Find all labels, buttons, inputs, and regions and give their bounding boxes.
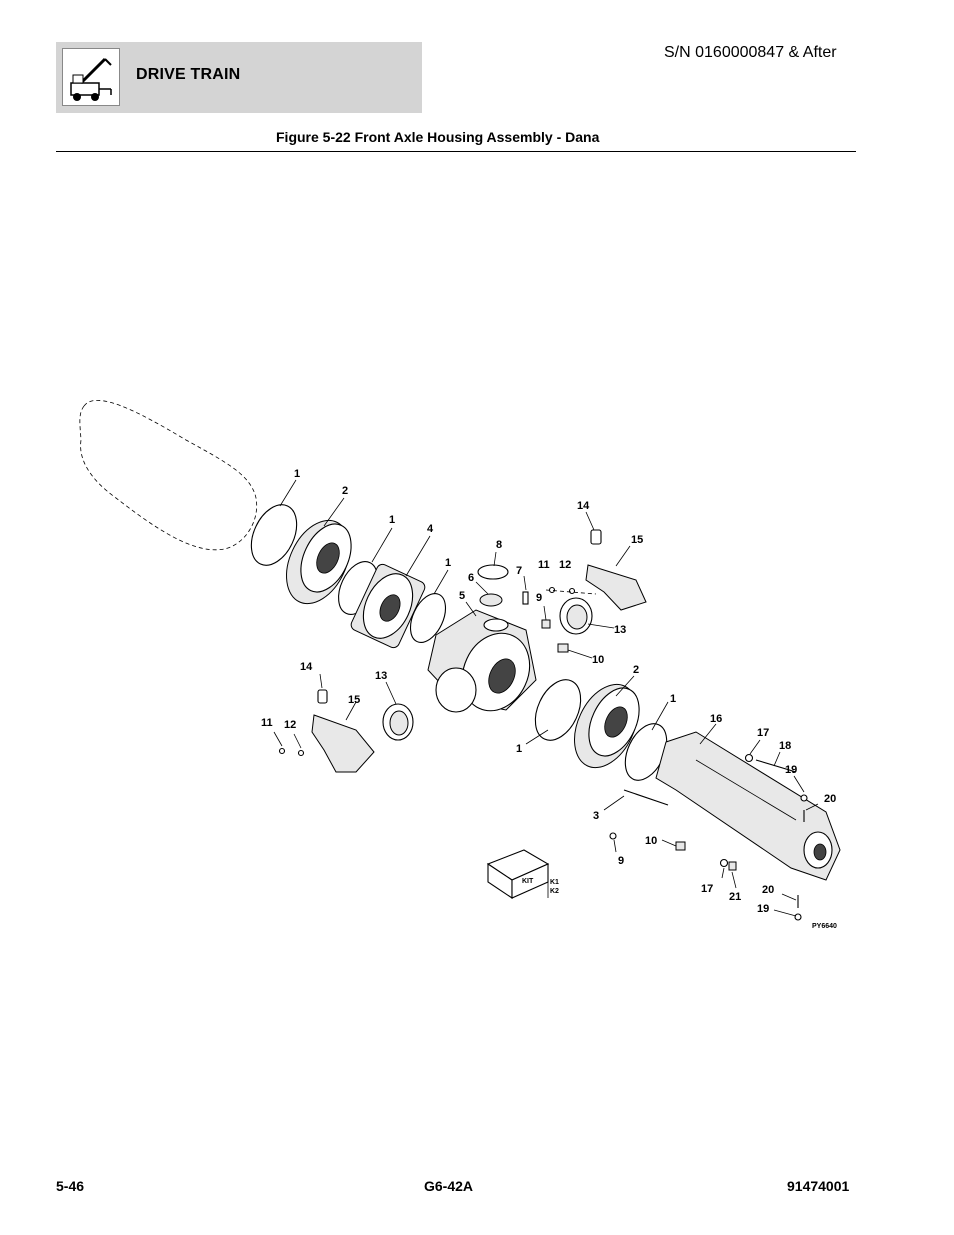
callout-1: 1 <box>445 557 451 569</box>
callout-10: 10 <box>592 654 604 666</box>
callout-10: 10 <box>645 835 657 847</box>
kit-label: KIT <box>522 878 534 885</box>
part-breather-7 <box>522 591 529 605</box>
callout-20: 20 <box>824 793 836 805</box>
callout-1: 1 <box>670 693 676 705</box>
callout-labels: 1 2 1 4 1 8 6 7 5 11 12 9 14 15 13 10 14… <box>261 468 836 915</box>
part-housing-5 <box>427 609 537 713</box>
part-cap-6 <box>479 593 503 607</box>
callout-12: 12 <box>559 559 571 571</box>
part-plug-10-upper <box>557 643 569 653</box>
part-axle-tube-16 <box>655 731 841 881</box>
figure-caption: Figure 5-22 Front Axle Housing Assembly … <box>276 129 600 145</box>
callout-8: 8 <box>496 539 502 551</box>
part-washer-17-upper <box>744 753 754 763</box>
callout-17: 17 <box>701 883 713 895</box>
callout-3: 3 <box>593 810 599 822</box>
callout-17: 17 <box>757 727 769 739</box>
document-number: 91474001 <box>787 1178 850 1194</box>
part-bracket-15-lower <box>311 714 375 773</box>
callout-1: 1 <box>389 514 395 526</box>
callout-2: 2 <box>342 485 348 497</box>
callout-11: 11 <box>261 717 273 729</box>
part-nut-19-upper <box>800 794 808 802</box>
callout-9: 9 <box>536 592 542 604</box>
callout-21: 21 <box>729 891 741 903</box>
part-bushing-14-lower <box>317 689 328 704</box>
kit-code-k2: K2 <box>550 888 559 895</box>
part-plug-10-lower <box>675 841 686 851</box>
callout-14: 14 <box>577 500 590 512</box>
drawing-code: PY6640 <box>812 923 837 930</box>
callout-1: 1 <box>516 743 522 755</box>
callout-13: 13 <box>375 670 387 682</box>
part-fitting-9-lower <box>609 832 617 840</box>
forklift-telehandler-icon <box>62 48 120 106</box>
part-bushing-13-upper <box>559 597 593 635</box>
part-bracket-15-upper <box>585 564 647 611</box>
part-washer-11-upper <box>548 586 556 594</box>
part-cover-8 <box>477 564 509 580</box>
callout-19: 19 <box>785 764 797 776</box>
part-bushing-13-lower <box>382 703 414 741</box>
part-bushing-14-upper <box>590 529 602 545</box>
callout-20: 20 <box>762 884 774 896</box>
header-divider <box>56 151 856 152</box>
part-plug-21 <box>728 861 737 871</box>
part-bolt-12-lower <box>297 749 305 757</box>
callout-14: 14 <box>300 661 313 673</box>
callout-4: 4 <box>427 523 434 535</box>
leader-lines <box>273 479 819 917</box>
part-carrier-2-right <box>574 683 640 769</box>
serial-range: S/N 0160000847 & After <box>664 44 837 61</box>
kit-code-k1: K1 <box>550 879 559 886</box>
callout-15: 15 <box>348 694 360 706</box>
callout-11: 11 <box>538 559 550 571</box>
page-number: 5-46 <box>56 1178 85 1194</box>
callout-13: 13 <box>614 624 626 636</box>
part-oring-1c <box>409 593 447 643</box>
part-stud-18 <box>755 759 797 773</box>
part-fitting-9-upper <box>541 619 551 629</box>
callout-19: 19 <box>757 903 769 915</box>
callout-7: 7 <box>516 565 522 577</box>
model-number: G6-42A <box>424 1178 474 1194</box>
callout-5: 5 <box>459 590 465 602</box>
axle-exploded-diagram: KIT K1 K2 <box>79 399 841 930</box>
callout-6: 6 <box>468 572 474 584</box>
callout-18: 18 <box>779 740 791 752</box>
part-carrier-2-left <box>286 519 352 605</box>
part-washer-17-lower <box>719 858 729 868</box>
part-rod-3 <box>623 789 669 806</box>
part-oring-1d <box>534 679 582 741</box>
section-header: DRIVE TRAIN <box>56 42 422 113</box>
part-oring-1a <box>250 504 298 566</box>
callout-2: 2 <box>633 664 639 676</box>
part-nut-19-lower <box>794 913 802 921</box>
section-title: DRIVE TRAIN <box>136 66 241 83</box>
part-washer-11-lower <box>278 747 286 755</box>
part-bolt-12-upper <box>568 587 576 595</box>
callout-15: 15 <box>631 534 643 546</box>
kit-box: KIT K1 K2 <box>486 849 559 900</box>
part-flange-4 <box>350 563 426 649</box>
callout-16: 16 <box>710 713 722 725</box>
phantom-wheel-outline <box>79 399 258 551</box>
callout-9: 9 <box>618 855 624 867</box>
callout-1: 1 <box>294 468 300 480</box>
callout-12: 12 <box>284 719 296 731</box>
